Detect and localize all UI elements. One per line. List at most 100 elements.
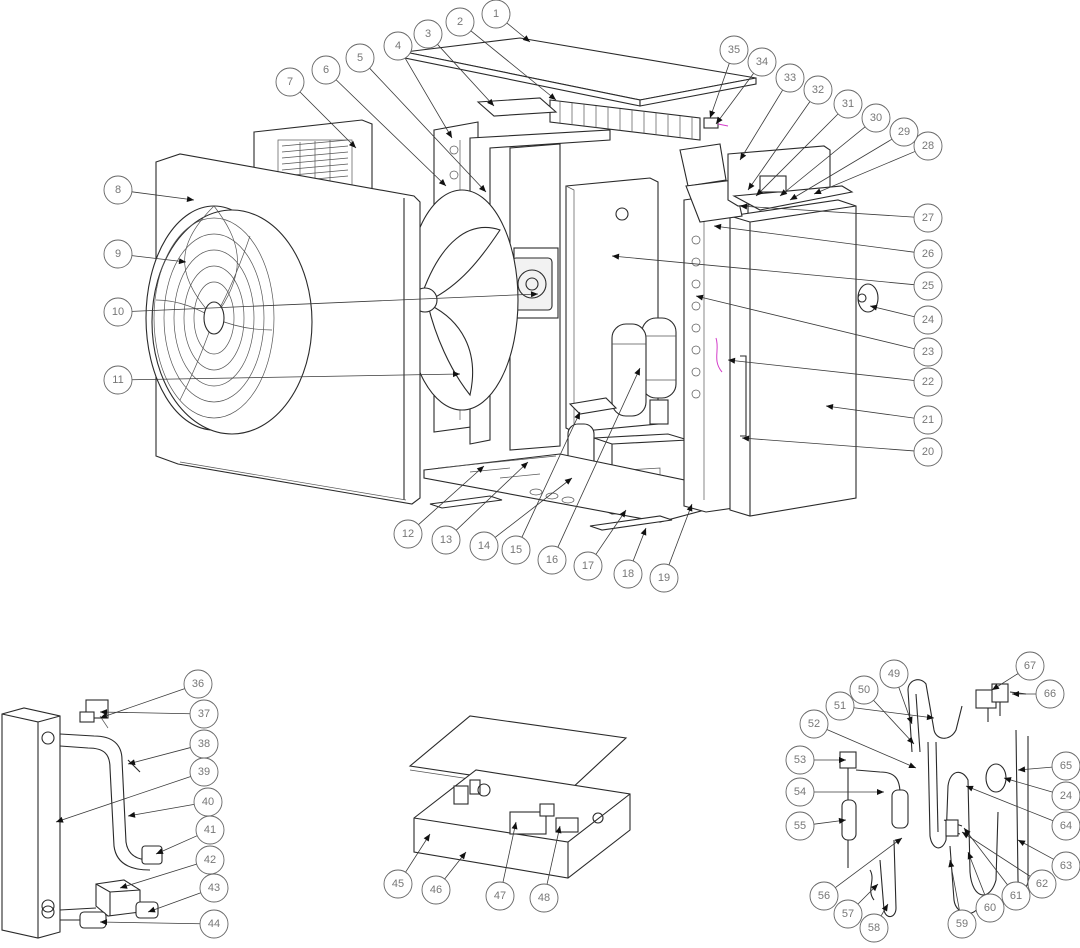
callout-24-label: 24	[922, 314, 934, 326]
callout-12: 12	[393, 519, 423, 549]
callout-17-circle	[573, 551, 603, 581]
callout-55-arrowhead	[838, 817, 846, 824]
callout-43: 43	[199, 873, 229, 903]
four-way-valve	[975, 683, 1027, 722]
callout-44-leader	[99, 921, 201, 925]
callout-59-arrowhead	[948, 860, 955, 868]
callout-31-circle	[833, 89, 863, 119]
callout-50: 50	[849, 675, 879, 705]
callout-51: 51	[825, 691, 855, 721]
callout-10-arrowhead	[530, 291, 538, 298]
callout-23-arrowhead	[696, 294, 704, 301]
callout-3-circle	[413, 19, 443, 49]
callout-61: 61	[1001, 881, 1031, 911]
support-bracket	[568, 397, 618, 415]
callout-13-circle	[431, 525, 461, 555]
callout-46: 46	[421, 875, 451, 905]
callout-49-circle	[879, 659, 909, 689]
callout-39-circle	[189, 757, 219, 787]
callout-32-label: 32	[812, 84, 824, 96]
callout-11-arrowhead	[452, 371, 460, 378]
callout-17: 17	[573, 551, 603, 581]
callout-42-label: 42	[204, 854, 216, 866]
callout-43-leader	[147, 892, 201, 913]
callout-3-arrowhead	[487, 98, 494, 106]
callout-28-arrowhead	[814, 188, 822, 195]
callout-60: 60	[975, 893, 1005, 923]
callout-1-circle	[481, 0, 511, 29]
callout-14-circle	[469, 531, 499, 561]
callout-51-circle	[825, 691, 855, 721]
control-board	[453, 779, 604, 835]
callout-40-arrowhead	[128, 811, 136, 818]
callout-31-leader	[755, 113, 839, 197]
callout-11: 11	[103, 365, 133, 395]
callout-25-leader	[611, 255, 915, 286]
callout-64-label: 64	[1060, 820, 1072, 832]
callout-40-leader	[127, 804, 195, 817]
callout-32-circle	[803, 75, 833, 105]
callout-18: 18	[613, 559, 643, 589]
callout-47-arrowhead	[511, 822, 518, 830]
callout-66: 66	[1035, 679, 1065, 709]
callout-48-arrowhead	[555, 826, 562, 834]
callout-60-arrowhead	[967, 852, 974, 860]
callout-29-circle	[889, 117, 919, 147]
callout-36-leader	[99, 688, 185, 719]
callout-26-circle	[913, 239, 943, 269]
callout-63-label: 63	[1060, 860, 1072, 872]
callout-20-circle	[913, 437, 943, 467]
callout-56-arrowhead	[894, 838, 902, 845]
callout-31-arrowhead	[756, 188, 764, 196]
callout-41: 41	[195, 815, 225, 845]
callout-44-arrowhead	[100, 919, 108, 926]
callout-33-label: 33	[784, 72, 796, 84]
callout-3-label: 3	[425, 28, 431, 40]
callout-10: 10	[103, 297, 133, 327]
fan-blade	[405, 189, 519, 411]
callout-54-arrowhead	[877, 789, 884, 795]
callout-11-circle	[103, 365, 133, 395]
callout-65: 65	[1051, 751, 1080, 781]
callout-37-arrowhead	[100, 709, 108, 716]
control-box-assembly	[408, 715, 631, 879]
callout-67-circle	[1015, 651, 1045, 681]
callout-67-arrowhead	[992, 683, 1000, 690]
callout-2-circle	[445, 7, 475, 37]
callout-4-circle	[383, 31, 413, 61]
callout-44: 44	[199, 909, 229, 939]
callout-34-arrowhead	[716, 116, 723, 124]
callout-62-leader	[961, 831, 1031, 877]
inlet-valve	[141, 845, 163, 865]
callout-60-label: 60	[984, 902, 996, 914]
callout-52-leader	[826, 729, 917, 769]
callout-16-arrowhead	[634, 368, 640, 376]
callout-51-leader	[853, 707, 935, 719]
callout-58: 58	[859, 913, 889, 943]
sensor-wire	[715, 337, 723, 373]
callout-22: 22	[913, 367, 943, 397]
callout-40-label: 40	[202, 796, 214, 808]
callout-5-circle	[345, 43, 375, 73]
callout-1-arrowhead	[522, 35, 530, 42]
callout-19-circle	[649, 563, 679, 593]
callout-66-arrowhead	[1012, 691, 1019, 697]
callout-24-b-label: 24	[1060, 790, 1072, 802]
callout-8-circle	[103, 175, 133, 205]
callout-3-leader	[437, 44, 495, 107]
callout-15-arrowhead	[574, 412, 580, 420]
callout-58-circle	[859, 913, 889, 943]
callout-35-label: 35	[728, 44, 740, 56]
callout-50-arrowhead	[907, 736, 914, 744]
callout-48-circle	[529, 883, 559, 913]
callout-2: 2	[445, 7, 475, 37]
callout-48-leader	[546, 825, 561, 885]
callout-6-arrowhead	[438, 178, 446, 186]
pressure-gauge	[857, 283, 879, 313]
callout-9-leader	[131, 255, 187, 263]
callout-38-arrowhead	[128, 759, 136, 766]
callout-33: 33	[775, 63, 805, 93]
callout-63: 63	[1051, 851, 1080, 881]
callout-22-circle	[913, 367, 943, 397]
callout-67-label: 67	[1024, 660, 1036, 672]
